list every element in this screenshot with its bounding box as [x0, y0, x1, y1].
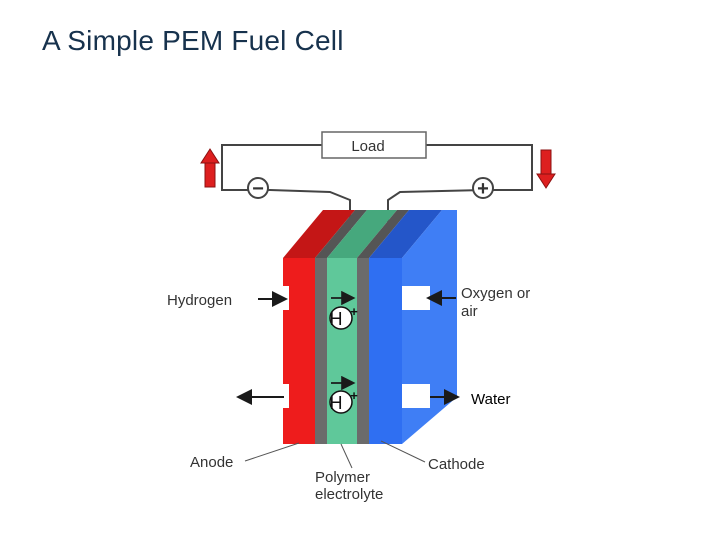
polymer-electrolyte-membrane [327, 258, 357, 444]
negative-terminal: − [247, 177, 269, 200]
proton-ion-2: H + [329, 388, 358, 414]
proton-ion-1-charge: + [350, 304, 358, 319]
electrolyte-label-line2: electrolyte [315, 486, 383, 503]
oxygen-label-line2: air [461, 303, 478, 320]
hydrogen-label: Hydrogen [167, 292, 232, 309]
cathode-diffusion-layer [357, 258, 369, 444]
channel-notches [283, 286, 430, 408]
positive-sign: + [477, 178, 489, 200]
electrolyte-label-line1: Polymer [315, 469, 370, 486]
anode-plate [283, 258, 315, 444]
cathode-label: Cathode [428, 456, 485, 473]
page-title: A Simple PEM Fuel Cell [42, 25, 344, 56]
cell-top-faces [283, 210, 442, 258]
proton-ion-1-symbol: H [330, 309, 343, 329]
proton-ion-2-charge: + [350, 388, 358, 403]
load-box: Load [321, 131, 427, 159]
oxygen-label-line1: Oxygen or [461, 285, 530, 302]
proton-flow-arrows [331, 290, 356, 391]
load-label: Load [351, 138, 384, 155]
water-label: Water [471, 391, 510, 408]
cathode-plate [369, 258, 402, 444]
electron-arrow-up [200, 148, 220, 188]
anode-label: Anode [190, 454, 233, 471]
electron-arrow-down [536, 149, 556, 189]
proton-ion-1: H + [329, 304, 358, 330]
proton-ion-2-symbol: H [330, 393, 343, 413]
leader-lines [244, 440, 426, 469]
positive-terminal: + [472, 177, 494, 200]
anode-diffusion-layer [315, 258, 327, 444]
gas-flow-arrows [236, 290, 460, 405]
negative-sign: − [252, 178, 264, 200]
